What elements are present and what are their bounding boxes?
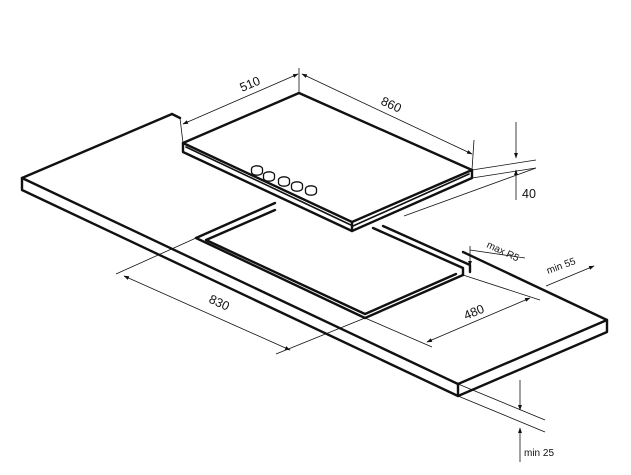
rear-margin-label: min 55: [545, 256, 577, 277]
dimension-worktop-thickness: min 25: [457, 380, 554, 462]
hob-depth-label: 510: [238, 74, 263, 95]
worktop-front-edge: [20, 176, 609, 398]
cutout-inner-edge: [204, 208, 458, 316]
dimension-hob-height: 40: [403, 122, 537, 217]
hob-knobs: [250, 165, 318, 196]
knob-4: [290, 181, 304, 192]
corner-radius-label: max R5: [485, 240, 521, 265]
cutout: [194, 201, 472, 320]
cutout-width-label: 830: [207, 292, 232, 314]
hob-width-label: 860: [379, 94, 404, 116]
hob: [181, 91, 474, 233]
cutout-right-edge: [371, 226, 465, 277]
dimension-cutout-depth: 480: [364, 274, 541, 348]
worktop-back-edge: [170, 112, 182, 120]
hob-frame-line: [185, 146, 470, 227]
hob-height-label: 40: [522, 187, 536, 201]
dimension-rear-margin: min 55: [545, 256, 595, 287]
knob-2: [262, 171, 276, 182]
cutout-depth-label: 480: [462, 302, 487, 323]
knob-3: [277, 176, 291, 187]
hob-top-plate: [181, 91, 474, 224]
knob-1: [250, 165, 264, 176]
knob-5: [304, 185, 318, 196]
worktop-thickness-label: min 25: [524, 448, 554, 459]
dimension-corner-radius: max R5: [468, 240, 526, 267]
